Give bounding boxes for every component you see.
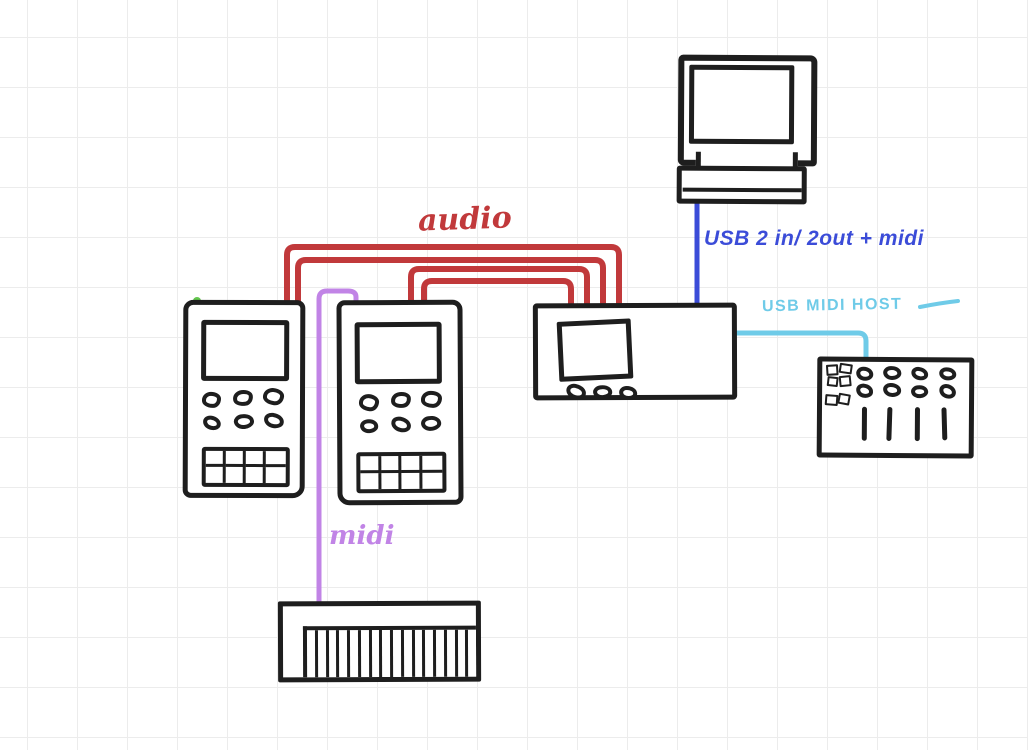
knob[interactable] — [359, 417, 380, 435]
pad[interactable] — [401, 472, 422, 489]
knob[interactable] — [883, 382, 902, 398]
pad[interactable] — [205, 450, 226, 467]
audio-interface[interactable] — [532, 302, 738, 402]
usb-host-cable[interactable] — [732, 330, 869, 363]
groovebox-2-screen[interactable] — [354, 321, 442, 385]
key[interactable] — [457, 629, 469, 677]
fader[interactable] — [861, 406, 868, 441]
pad-grid[interactable] — [356, 451, 447, 494]
knob[interactable] — [937, 382, 958, 401]
knob[interactable] — [262, 387, 285, 407]
groovebox-1-screen[interactable] — [201, 319, 290, 382]
key[interactable] — [339, 630, 351, 678]
key[interactable] — [446, 629, 458, 677]
pad[interactable] — [266, 467, 286, 483]
audio-interface-screen[interactable] — [556, 318, 634, 382]
pad[interactable] — [360, 472, 381, 490]
midi-controller[interactable] — [816, 356, 975, 459]
fader[interactable] — [886, 406, 893, 442]
midi-label[interactable]: midi — [329, 521, 395, 551]
knob[interactable] — [262, 411, 285, 430]
pad[interactable] — [225, 466, 246, 484]
midi-keyboard[interactable] — [277, 600, 482, 683]
key[interactable] — [403, 629, 415, 677]
knob[interactable] — [420, 390, 443, 408]
knob[interactable] — [201, 391, 222, 408]
knob[interactable] — [201, 414, 223, 432]
usb-host-flourish — [918, 299, 960, 309]
knob[interactable] — [389, 415, 413, 434]
knob[interactable] — [855, 382, 874, 399]
audio-cable-3[interactable] — [408, 266, 590, 311]
key[interactable] — [349, 630, 361, 678]
usb-io-label[interactable]: USB 2 in/ 2out + midi — [704, 227, 924, 250]
knob[interactable] — [419, 414, 443, 433]
mini-button[interactable] — [837, 392, 851, 406]
key[interactable] — [360, 630, 372, 678]
mini-button[interactable] — [824, 394, 839, 407]
mini-button[interactable] — [826, 375, 839, 388]
usb-midi-host-label[interactable]: USB MIDI HOST — [761, 295, 903, 316]
pad[interactable] — [380, 455, 402, 473]
pad[interactable] — [360, 456, 381, 473]
pad[interactable] — [205, 466, 226, 483]
mini-button[interactable] — [838, 362, 853, 375]
mini-button[interactable] — [825, 364, 839, 376]
monitor-screen — [688, 64, 795, 145]
key[interactable] — [425, 629, 437, 677]
key[interactable] — [468, 630, 476, 677]
monitor-base-slot — [682, 187, 802, 193]
knob[interactable] — [232, 412, 256, 431]
key[interactable] — [317, 630, 329, 678]
fader[interactable] — [914, 407, 921, 442]
pad[interactable] — [380, 472, 402, 490]
key[interactable] — [382, 629, 394, 677]
knob[interactable] — [856, 366, 874, 381]
knob[interactable] — [390, 390, 412, 410]
pad[interactable] — [245, 467, 266, 484]
knob[interactable] — [564, 382, 588, 402]
knob[interactable] — [592, 383, 614, 401]
knob[interactable] — [358, 393, 380, 412]
fader[interactable] — [941, 407, 948, 441]
groovebox-1[interactable] — [182, 299, 306, 499]
knob[interactable] — [882, 365, 902, 381]
knob[interactable] — [910, 384, 929, 400]
knob[interactable] — [619, 385, 638, 401]
knob[interactable] — [910, 365, 930, 382]
audio-cable-1[interactable] — [284, 244, 622, 311]
audio-cable-4[interactable] — [421, 278, 574, 311]
computer[interactable] — [676, 54, 818, 206]
pad[interactable] — [401, 455, 422, 473]
key[interactable] — [414, 629, 426, 677]
key[interactable] — [435, 629, 447, 677]
knob[interactable] — [232, 388, 254, 408]
monitor-base — [676, 165, 807, 205]
midi-cable[interactable] — [316, 288, 359, 609]
knob[interactable] — [939, 367, 957, 381]
mini-button[interactable] — [838, 375, 852, 388]
key[interactable] — [306, 630, 318, 678]
pad[interactable] — [265, 451, 286, 468]
keyboard-keys[interactable] — [302, 625, 477, 678]
audio-cable-2[interactable] — [295, 257, 606, 311]
pad[interactable] — [225, 450, 246, 468]
pad-grid[interactable] — [201, 446, 290, 488]
key[interactable] — [371, 629, 383, 678]
key[interactable] — [328, 630, 340, 678]
pad[interactable] — [422, 472, 443, 489]
groovebox-2[interactable] — [336, 299, 464, 506]
pad[interactable] — [245, 451, 266, 468]
pad[interactable] — [421, 455, 443, 473]
key[interactable] — [392, 629, 404, 677]
audio-label[interactable]: audio — [417, 200, 513, 239]
